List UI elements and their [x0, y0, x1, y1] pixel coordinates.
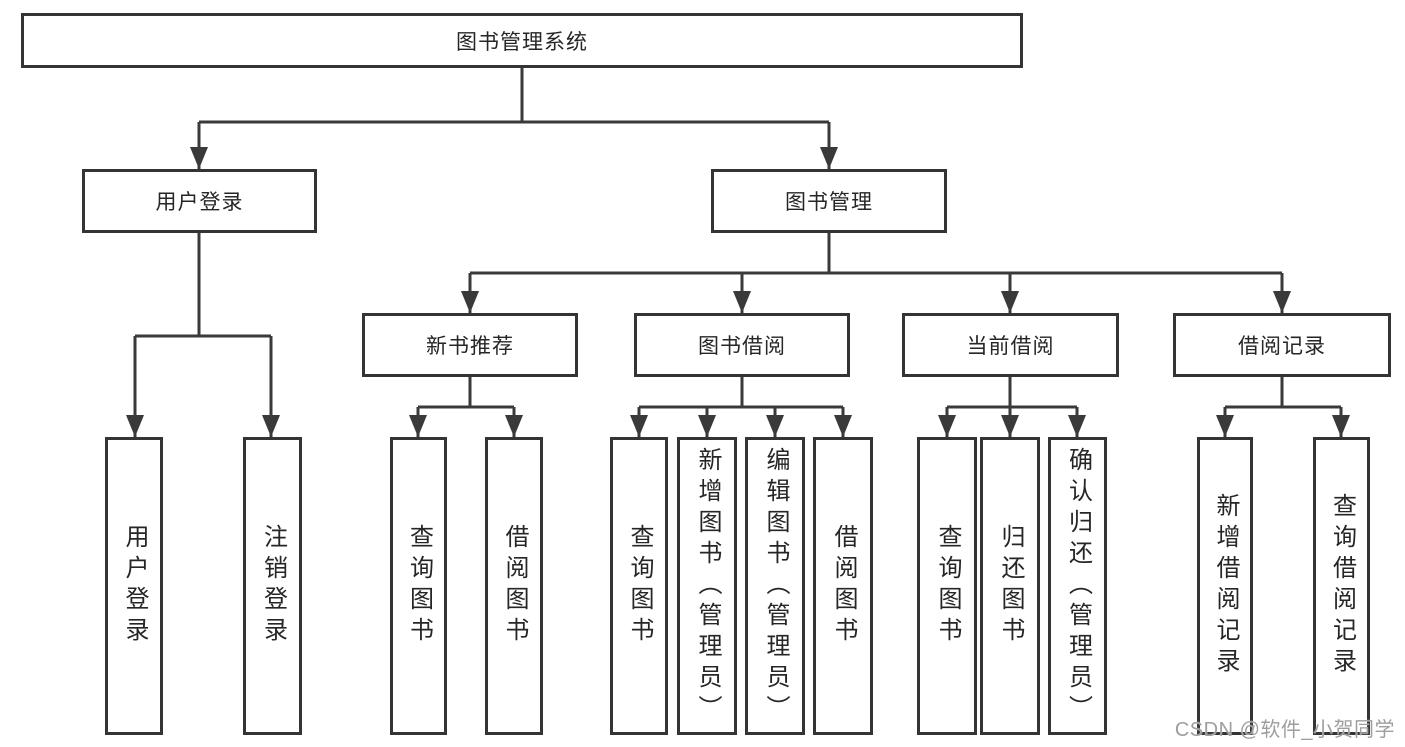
node-current-borrowing: 当前借阅	[902, 313, 1119, 377]
node-label: 查询图书	[934, 524, 961, 648]
node-label: 新增借阅记录	[1212, 493, 1239, 679]
leaf-borrow-books-recommend: 借阅图书	[485, 437, 543, 735]
leaf-user-login: 用户登录	[105, 437, 163, 735]
node-label: 查询借阅记录	[1328, 493, 1356, 679]
leaf-add-book-admin: 新增图书（管理员）	[677, 437, 737, 735]
node-label: 编辑图书（管理员）	[762, 446, 789, 726]
node-label: 新增图书（管理员）	[694, 446, 721, 726]
node-library-management-system: 图书管理系统	[21, 13, 1023, 68]
node-label: 注销登录	[259, 524, 287, 648]
leaf-logout: 注销登录	[243, 437, 302, 735]
node-label: 用户登录	[121, 524, 148, 648]
leaf-return-book: 归还图书	[980, 437, 1040, 735]
leaf-query-books-current: 查询图书	[917, 437, 977, 735]
node-label: 用户登录	[155, 191, 244, 214]
csdn-watermark: CSDN @软件_小贺同学	[1174, 719, 1395, 741]
node-borrowing-records: 借阅记录	[1173, 313, 1391, 377]
node-label: 图书管理	[785, 191, 873, 214]
node-label: 借阅图书	[501, 524, 528, 648]
leaf-borrow-book: 借阅图书	[813, 437, 873, 735]
leaf-confirm-return-admin: 确认归还（管理员）	[1048, 437, 1107, 735]
node-book-management: 图书管理	[711, 169, 947, 233]
node-label: 确认归还（管理员）	[1064, 446, 1092, 726]
leaf-query-books-recommend: 查询图书	[390, 437, 447, 735]
node-label: 借阅记录	[1238, 335, 1326, 358]
node-label: 归还图书	[997, 524, 1024, 648]
node-book-borrowing: 图书借阅	[634, 313, 850, 377]
leaf-query-borrow-record: 查询借阅记录	[1313, 437, 1370, 735]
leaf-edit-book-admin: 编辑图书（管理员）	[745, 437, 805, 735]
leaf-add-borrow-record: 新增借阅记录	[1197, 437, 1253, 735]
node-user-login: 用户登录	[82, 169, 317, 233]
node-label: 查询图书	[626, 524, 653, 648]
leaf-query-books-borrowing: 查询图书	[610, 437, 668, 735]
node-label: 图书借阅	[698, 335, 786, 358]
node-label: 图书管理系统	[456, 30, 588, 54]
node-label: 新书推荐	[426, 335, 514, 358]
node-label: 借阅图书	[830, 524, 857, 648]
node-new-book-recommend: 新书推荐	[362, 313, 578, 377]
node-label: 当前借阅	[966, 335, 1055, 358]
node-label: 查询图书	[405, 524, 433, 648]
